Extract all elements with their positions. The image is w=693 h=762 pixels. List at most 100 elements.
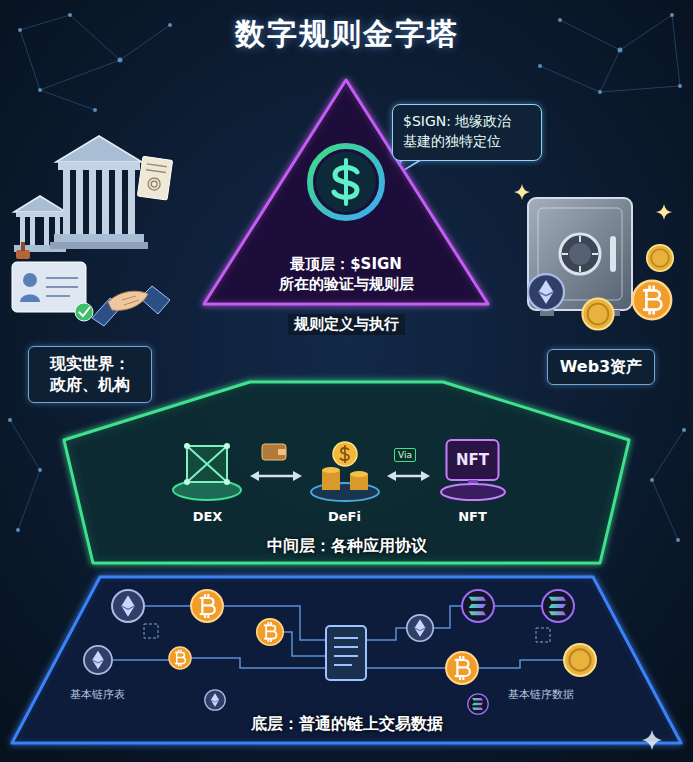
- platform: [441, 484, 505, 500]
- id-avatar: [23, 273, 37, 287]
- handshake-fingers: [122, 296, 139, 305]
- building-column: [44, 217, 49, 245]
- circuit-line: [283, 632, 326, 656]
- network-dot: [538, 64, 542, 68]
- fingerprint: [147, 177, 161, 191]
- wallet-clasp: [278, 449, 286, 455]
- circuit-line: [494, 605, 542, 607]
- network-line: [652, 480, 678, 540]
- sparkle: [514, 184, 530, 200]
- network-line: [540, 66, 600, 92]
- sleeve: [92, 298, 122, 326]
- watermark-star: [642, 730, 662, 750]
- network-dot: [678, 84, 682, 88]
- ledger-lines: [334, 638, 358, 665]
- exchange-cross: [187, 446, 227, 482]
- network-line: [40, 60, 120, 90]
- network-dot: [598, 90, 602, 94]
- eth-coin: [112, 590, 144, 622]
- chain-data-illustration: [84, 590, 596, 714]
- circuit-line: [478, 660, 564, 668]
- safe-body: [528, 198, 632, 310]
- token-face: [316, 152, 376, 212]
- safe-door: [538, 208, 622, 300]
- network-dot: [670, 13, 674, 17]
- coin: [333, 442, 357, 466]
- circuit-line: [223, 606, 326, 640]
- circuit-line: [366, 667, 446, 669]
- btc-coin: [169, 647, 191, 669]
- building-column: [20, 217, 25, 245]
- node-dot: [184, 479, 190, 485]
- dex-node: DEX: [165, 436, 250, 528]
- network-dot: [93, 108, 97, 112]
- network-dot: [618, 48, 623, 53]
- sleeve: [140, 286, 170, 314]
- node-label: DeFi: [328, 509, 361, 524]
- circuit-line: [366, 628, 407, 640]
- platform: [311, 483, 379, 501]
- title: 数字规则金字塔: [235, 14, 459, 55]
- coin-top: [322, 467, 340, 473]
- coin-stack: [322, 470, 340, 490]
- gold-coin: [582, 298, 613, 329]
- nft-icon: [441, 440, 505, 500]
- network-dot: [168, 23, 172, 27]
- sol-coin: [462, 590, 494, 622]
- callout-bubble: $SIGN: 地缘政治 基建的独特定位: [392, 104, 542, 161]
- node-label: Web3资产: [547, 349, 656, 385]
- government-illustration: [12, 136, 173, 326]
- building-step: [50, 242, 148, 249]
- coin-symbol: [340, 445, 349, 463]
- tag-label-holder: Via: [394, 443, 416, 462]
- dex-icon: [173, 443, 241, 500]
- safe-foot: [606, 310, 620, 316]
- coin-top: [350, 471, 368, 477]
- nft-node: NFTNFT: [430, 436, 515, 528]
- node-label: 现实世界： 政府、机构: [28, 346, 152, 403]
- building-column: [102, 170, 109, 234]
- network-dot: [650, 478, 654, 482]
- network-dot: [558, 18, 562, 22]
- node-dot: [184, 443, 190, 449]
- web3-asset-illustration: [514, 184, 673, 330]
- network-line: [600, 50, 620, 92]
- building-beam: [58, 162, 140, 170]
- network-dot: [682, 428, 686, 432]
- node-label: 中间层：各种应用协议: [267, 536, 427, 557]
- building-beam: [16, 212, 64, 217]
- safe-dial-center: [569, 243, 591, 265]
- building-roof: [56, 136, 142, 162]
- id-line: [46, 286, 78, 288]
- node-dot: [224, 479, 230, 485]
- defi-icon: [311, 442, 379, 501]
- sol-coin: [468, 694, 488, 714]
- dollar-symbol: [334, 167, 357, 197]
- stamp: [16, 250, 30, 259]
- web3-asset-panel: Web3资产: [516, 180, 686, 385]
- network-dot: [676, 538, 680, 542]
- safe-foot: [540, 310, 554, 316]
- btc-coin: [633, 281, 671, 319]
- stamp-handle: [21, 242, 25, 251]
- rule-arrow-left: [198, 228, 249, 240]
- gold-coin: [564, 644, 596, 676]
- network-line: [70, 15, 120, 60]
- network-dot: [18, 28, 22, 32]
- network-line: [620, 15, 672, 50]
- circuit-line: [191, 658, 326, 668]
- data-caption-holder: 基本链序表: [70, 683, 125, 702]
- eth-coin: [84, 646, 112, 674]
- protocol-arrow: [396, 475, 421, 478]
- btc-coin: [257, 619, 283, 645]
- network-dot: [38, 468, 42, 472]
- node-label: DEX: [193, 509, 223, 524]
- network-dot: [68, 13, 72, 17]
- platform: [173, 480, 241, 500]
- document-sheet: [137, 156, 172, 200]
- data-caption-holder: 基本链序数据: [508, 683, 574, 702]
- data-caption: 基本链序数据: [508, 687, 574, 702]
- circuit-line: [433, 606, 462, 628]
- title-area: 数字规则金字塔: [0, 14, 693, 55]
